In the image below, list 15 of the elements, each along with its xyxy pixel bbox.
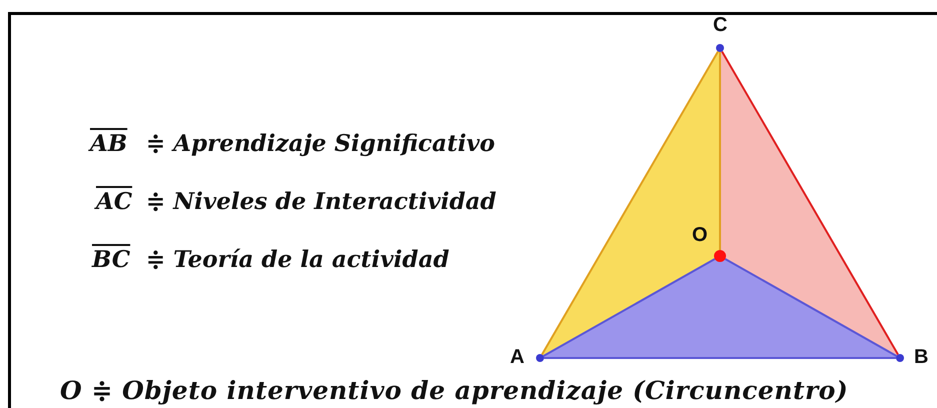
segment-name: AC (96, 188, 132, 215)
definition-text: ≑ Aprendizaje Significativo (146, 130, 496, 157)
segment-name: BC (92, 246, 130, 273)
definition-text: ≑ Teoría de la actividad (146, 246, 450, 273)
triangle-side (542, 258, 716, 357)
definition-text: O ≑ Objeto interventivo de aprendizaje (Circuncentro) (60, 376, 848, 405)
point-label: O (692, 224, 708, 247)
triangle-side (719, 52, 721, 250)
segment-name: AB (90, 130, 128, 157)
triangle-side (724, 258, 898, 357)
definition-text: ≑ Niveles de Interactividad (146, 188, 496, 215)
triangle-side (544, 357, 896, 359)
point-label: B (914, 346, 928, 369)
point-label: A (510, 346, 524, 369)
point-label: C (713, 14, 728, 37)
